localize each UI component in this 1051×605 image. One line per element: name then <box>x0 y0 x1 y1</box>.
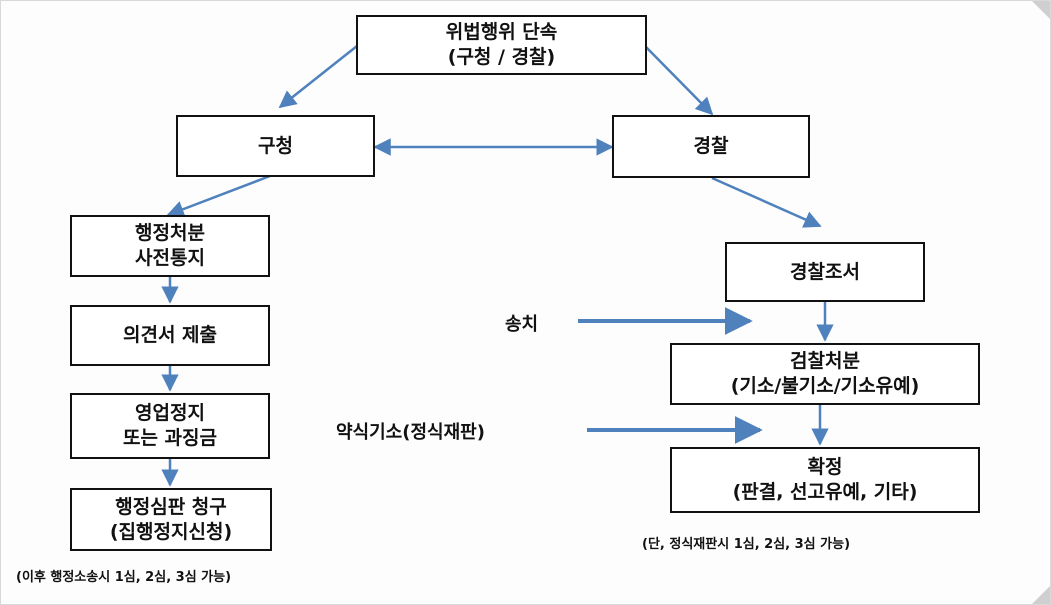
district-office-box: 구청 <box>176 115 375 177</box>
arrow-top-to-police <box>644 45 714 116</box>
prosecution-box: 검찰처분 (기소/불기소/기소유예) <box>670 343 980 405</box>
appeal-line1: 행정심판 청구 <box>115 495 227 518</box>
appeal-box: 행정심판 청구 (집행정지신청) <box>70 488 272 551</box>
enforcement-subtitle: (구청 / 경찰) <box>447 46 556 68</box>
arrow-district-to-notice <box>166 174 271 218</box>
arrow-police-to-report <box>711 176 822 228</box>
notice-line1: 행정처분 <box>135 222 205 244</box>
confirmation-line2: (판결, 선고유예, 기타) <box>732 481 918 503</box>
prosecution-line2: (기소/불기소/기소유예) <box>730 375 920 397</box>
appeal-line2: (집행정지신청) <box>109 520 233 543</box>
referral-label: 송치 <box>505 314 539 335</box>
suspension-box: 영업정지 또는 과징금 <box>70 393 270 459</box>
police-report-label: 경찰조서 <box>790 260 860 283</box>
confirmation-box: 확정 (판결, 선고유예, 기타) <box>670 447 980 513</box>
police-label: 경찰 <box>693 135 729 157</box>
police-box: 경찰 <box>612 115 810 178</box>
arrow-top-to-district <box>278 45 358 109</box>
right-footnote: (단, 정식재판시 1심, 2심, 3심 가능) <box>642 537 851 552</box>
district-office-label: 구청 <box>258 134 293 157</box>
opinion-box: 의견서 제출 <box>70 305 270 366</box>
summary-indictment-label: 약식기소(정식재판) <box>336 422 485 443</box>
notice-box: 행정처분 사전통지 <box>70 215 270 277</box>
enforcement-box: 위법행위 단속 (구청 / 경찰) <box>356 15 647 75</box>
suspension-line2: 또는 과징금 <box>122 427 217 449</box>
opinion-label: 의견서 제출 <box>122 324 217 346</box>
suspension-line1: 영업정지 <box>135 402 205 424</box>
police-report-box: 경찰조서 <box>725 242 925 302</box>
notice-line2: 사전통지 <box>135 247 205 269</box>
left-footnote: (이후 행정소송시 1심, 2심, 3심 가능) <box>16 570 232 585</box>
confirmation-line1: 확정 <box>807 456 843 478</box>
enforcement-title: 위법행위 단속 <box>445 21 558 43</box>
prosecution-line1: 검찰처분 <box>790 350 860 372</box>
